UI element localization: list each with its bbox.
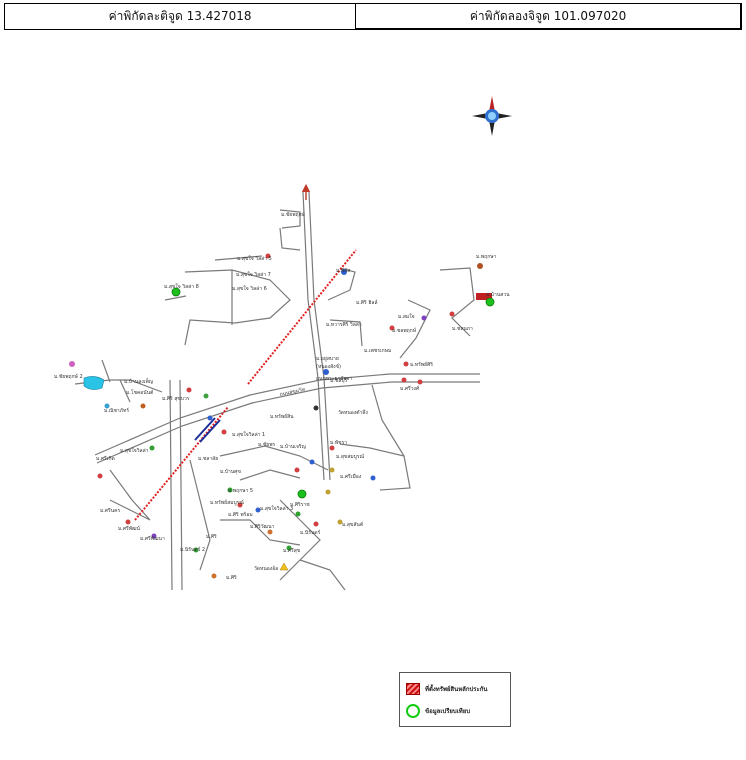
map-label: ม.ณิชาภัทร์ (104, 407, 129, 414)
map-label: ม.สมใจ (398, 313, 415, 320)
map-label: ม.ชลพฤกษ์ (392, 327, 417, 334)
map-label: ม.ศิริ ฮิลล์ (356, 299, 378, 306)
map-label: ม.สุขสันต์ (342, 521, 363, 528)
map-label: ม.ศรีพัฒน์ (118, 525, 141, 532)
route-line-north (247, 249, 357, 385)
interchange-icon (194, 417, 221, 443)
circle-swatch-icon (406, 704, 420, 718)
subject-property-marker (476, 293, 492, 300)
map-label: ม.บ้านศุข (220, 468, 241, 475)
map-label: ม.ชัยพร (258, 442, 276, 448)
hatch-swatch-icon (406, 683, 420, 695)
map-label: ม.สุขใจ วิลล่า 7 (236, 271, 271, 278)
pond-icon (83, 376, 105, 390)
map-label: ม.นิรันดร์ 2 (180, 546, 205, 553)
map-label: ม.ทรัพย์สมบูรณ์ (210, 499, 244, 506)
map-label: ม.ศรีนคร (100, 507, 121, 514)
map-label: ม.ศิริ พร้อม (228, 511, 253, 518)
map-label: ม.ศรีเกิด (96, 455, 115, 462)
map-label: ม.พฤกษา (476, 254, 497, 260)
map-label: ม.ศรีเมือง (340, 473, 362, 480)
map-label: ม.สุขใจ วิลล่า 6 (232, 285, 267, 292)
map-label: ม.พลัส (336, 268, 350, 274)
map-label: ม.นิรันดร์ (300, 529, 321, 536)
map-label: ม.ชลาลัย (198, 456, 218, 462)
map-legend: ที่ตั้งทรัพย์สินหลักประกัน ข้อมูลเปรียบเ… (399, 672, 511, 727)
legend-item-subject: ที่ตั้งทรัพย์สินหลักประกัน (406, 682, 487, 696)
compass-rose-icon (472, 96, 512, 136)
map-label: ม.ศิริ (206, 533, 217, 540)
temple-icon (279, 562, 289, 571)
map-label: ม.สุขใจ วิลล่า 8 (164, 283, 199, 290)
map-label: วัดหนองตำลึง (338, 409, 368, 416)
map-label: ม.ศรีพัฒนา (140, 535, 165, 542)
map-label: ม.บ้านเจริญ (280, 443, 306, 450)
poi-markers (69, 253, 483, 579)
legend-label: ที่ตั้งทรัพย์สินหลักประกัน (425, 686, 488, 693)
map-label: (หนองสังข์) (316, 363, 341, 370)
map-label: ม.ศิริวัฒนา (250, 523, 274, 530)
map-label: ม.โชคอนันต์ (126, 389, 153, 396)
map-label: ม.บ้านลุงเพ็ญ (124, 377, 153, 385)
map-label: ม.ศรีวงศ์ (400, 385, 420, 392)
map-label: ม.พฤกษา 5 (228, 488, 253, 494)
map-label: ม.ศิริ สุขบวร (162, 395, 190, 402)
map-label: วัดหนองอ้อ (254, 565, 278, 572)
map-label: ม.สุขสมบูรณ์ (336, 453, 365, 460)
map-label: ม.ทวารศิริ วิลล่า (326, 321, 362, 328)
map-label: ม.ศรีสุข (283, 547, 300, 554)
map-label: ม.ชัยพฤกษ์ 2 (54, 373, 83, 380)
road-network (74, 191, 480, 591)
map-label: ม.บ้านสวน (486, 291, 510, 298)
longitude-cell: ค่าพิกัดลองจิจูด 101.097020 (355, 3, 743, 30)
map-label: ม.สุขใจ วิลล่า 5 (237, 255, 272, 262)
coordinate-table: ค่าพิกัดละติจูด 13.427018 ค่าพิกัดลองจิจ… (3, 3, 743, 30)
map-label: ม.ชลนภา (452, 326, 473, 332)
map-label: ม.ชัยพฤกษ์ (281, 211, 306, 218)
map-label: ม.ทรัพย์สิน (270, 413, 294, 420)
map-label: ม.สุขใจวิลล่า (120, 447, 149, 454)
map-label: ม.สุขใจวิลล่า 1 (232, 431, 265, 438)
map-label: ม.สุขใจวิลล่า 3 (260, 505, 293, 512)
map-label: ม.ศิริ (226, 574, 237, 581)
comparable-marker-2 (171, 287, 181, 297)
comparable-marker-1 (297, 489, 307, 499)
legend-item-comparable: ข้อมูลเปรียบเทียบ (406, 704, 470, 718)
map-label: ม.ศิริราช (290, 501, 310, 508)
legend-label: ข้อมูลเปรียบเทียบ (425, 708, 471, 715)
map-label: ถนนพระยาสัจจา (316, 376, 352, 382)
map-label: ม.เพชรเกษม (364, 348, 391, 354)
map-label: ม.ชลบุรี (330, 377, 348, 384)
map-label: ม.พัชรา (330, 440, 347, 446)
map-label: ม.ทรัพย์ศิริ (410, 361, 433, 368)
map-label: ม.อยู่สบาย (316, 356, 339, 362)
comparable-marker-3 (485, 297, 495, 307)
latitude-cell: ค่าพิกัดละติจูด 13.427018 (3, 3, 357, 30)
